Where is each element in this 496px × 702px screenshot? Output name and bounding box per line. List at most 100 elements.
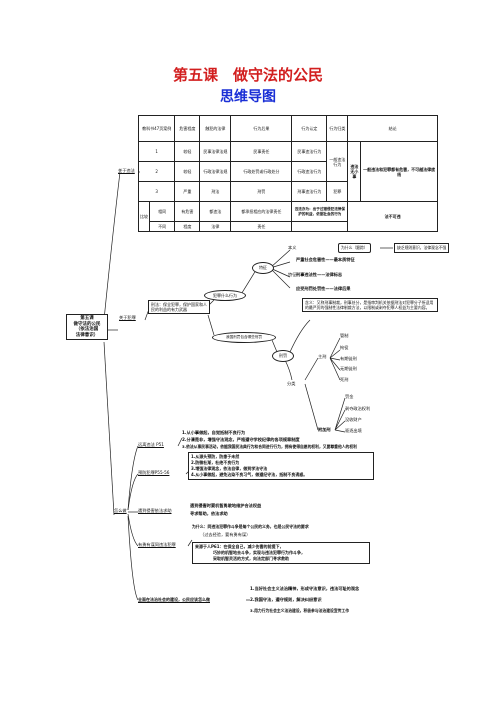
how-item-1-text: 1.从小事做起，自觉抵制不良行为 <box>182 430 246 435</box>
table-compare-label: 比较 <box>138 201 150 232</box>
how-item-4-note: （过去经验，要有勇有谋） <box>200 532 251 537</box>
why-text: 缺乏规则意识，法律观念不强 <box>394 243 450 253</box>
main-penalty-label: 主刑 <box>318 354 327 359</box>
table-header-identify: 行为认定 <box>291 115 328 142</box>
table-cell: 严重 <box>174 181 201 202</box>
connector-h4-items <box>187 539 193 547</box>
how-item-3-label: 遇到侵害依法求助 <box>138 508 172 513</box>
how-item-5-text: 3.用力行为社会主义法治建设，积极参与法治建设宣传工作 <box>250 608 350 613</box>
main-penalty-item: 管制 <box>340 333 349 338</box>
connector-penalty-def <box>289 319 311 353</box>
penalty-type-oval: 我国刑罚包含哪些刑罚 <box>212 332 276 343</box>
table-cell: 民事违法行为 <box>291 141 328 162</box>
how-item-3-text: 遇到侵害时要机智勇敢地维护合法权益 <box>190 503 262 508</box>
how-item-1-label: 远离违法 P51 <box>138 442 164 447</box>
table-cell: 都违法 <box>199 201 232 222</box>
extra-penalty-label: 附加刑 <box>318 427 331 432</box>
table-cell: 1 <box>137 141 176 162</box>
table-same-label: 相同 <box>148 201 176 222</box>
table-cell: 民事法律法规 <box>199 141 232 162</box>
branch-about-illegal: 关于违法 <box>118 168 135 173</box>
table-cell: 较轻 <box>174 141 201 162</box>
page-title: 第五课 做守法的公民 <box>172 66 323 84</box>
how-item-5-text: 1.当好社会主义法治精神，形成守法意识，违法可耻的观念 <box>250 586 360 591</box>
connector-cat-main <box>304 357 319 381</box>
how-item-4-how: 巧妙的机智地去斗争，实现与违法犯罪行为作斗争， <box>213 550 305 555</box>
how-item-4-how: 来源于人P61：在保全自己，减少伤害的前提下， <box>195 544 284 549</box>
how-item-2-text: 1.从源头预防，防患于未然 <box>191 454 240 459</box>
root-line-2: 做守法的公民 <box>73 321 101 327</box>
table-same-note: 违法亦为：出于过错侵犯法律保护的利益，依据社会的行为 <box>291 201 349 222</box>
branch-how-to-do: 怎么做 <box>114 508 127 513</box>
how-item-1-text: 2.分清是非，增强守法观念，严格遵守学校纪律的各项规章制度 <box>182 437 300 442</box>
table-header-law: 触犯的法律 <box>199 115 232 142</box>
table-cell: 刑事违法行为 <box>291 181 328 202</box>
features-oval: 特征 <box>252 262 274 274</box>
crime-feature-2: 刑事违法性——法律标志 <box>296 272 343 277</box>
main-penalty-item: 有期徒刑 <box>340 356 357 361</box>
how-item-5-text: 2.我国守法，遵守规则，解决纠纷意识 <box>250 597 322 602</box>
table-cell: 法律 <box>199 221 232 232</box>
table-cell: 都承担相应的法律责任 <box>230 201 293 222</box>
branch-about-crime: 关于犯罪 <box>119 315 136 320</box>
page-subtitle: 思维导图 <box>220 89 276 105</box>
table-cell: 较轻 <box>174 161 201 182</box>
connector-extra-items <box>334 397 346 433</box>
penalty-definition: 含义：又称刑事制裁，刑事处分，是指审判机关依据刑法对犯罪分子所适用的最严厉的强制… <box>302 298 438 313</box>
table-cell: 刑罚 <box>230 181 293 202</box>
table-group-crime: 犯罪 <box>326 181 349 202</box>
table-cell <box>291 221 349 232</box>
connector-b3-h4 <box>127 513 139 547</box>
connector-b3-h1 <box>127 445 139 511</box>
table-cell: 2 <box>137 161 176 182</box>
how-item-2-text: 3.增强法律观念，依法自律，做到学法守法 <box>191 466 268 471</box>
main-penalty-item: 拘役 <box>340 345 349 350</box>
table-header-case: 教科书47页案例 <box>137 115 176 142</box>
connector-root-b1 <box>103 171 121 321</box>
how-item-2-box: 1.从源头预防，防患于未然 2.防微杜渐，杜绝不良行为 3.增强法律观念，依法自… <box>188 452 374 480</box>
table-conclusion: 一般违法和犯罪都有危害，不可越法律底线 <box>360 141 438 202</box>
root-line-4: 法律意识） <box>75 332 99 338</box>
features-sub: 特征 <box>288 272 297 277</box>
table-group-general: 一般违法行为 <box>326 141 349 182</box>
table-cell: 行政违法行为 <box>291 161 328 182</box>
crime-concept-box: 刑法：保全犯罪，保护国家和人民的利益的有力武器 <box>148 300 210 315</box>
table-cell: 行政处罚或行政处分 <box>230 161 293 182</box>
main-penalty-item: 无期徒刑 <box>340 366 357 371</box>
table-header-harm: 危害程度 <box>174 115 201 142</box>
how-item-2-label: 预防犯罪P55-56 <box>138 470 170 475</box>
penalty-oval: 刑罚 <box>272 350 294 362</box>
extra-penalty-item: 没收财产 <box>345 417 362 422</box>
crime-feature-3: 应受刑罚处罚性——法律后果 <box>296 286 351 291</box>
table-side-col: 违法无小事 <box>347 141 362 202</box>
how-item-4-how: 采取机智灵活的方式，向法定部门寻求救助 <box>213 556 289 561</box>
table-cell: 民事责任 <box>230 141 293 162</box>
extra-penalty-item: 驱逐出境 <box>345 428 362 433</box>
table-header-conclusion: 结论 <box>347 115 438 142</box>
connector-main-items <box>329 337 341 381</box>
root-line-3: （依法治国 <box>75 327 99 333</box>
main-penalty-item: 死刑 <box>340 377 349 382</box>
features-attr: 本义 <box>288 245 297 250</box>
root-line-1: 第五课 <box>80 316 94 321</box>
penalty-category: 分类 <box>287 381 296 386</box>
how-item-5-label: 全面在法治社会的建设，公民应该怎么做 <box>138 597 210 602</box>
connector-features <box>269 249 291 289</box>
how-item-2-text: 4.从小事做起，避免沾染不良习气，做遵纪守法，抵制不良诱惑。 <box>191 472 308 477</box>
how-item-2-text: 2.防微杜渐，杜绝不良行为 <box>191 460 240 465</box>
how-item-4-why: 为什么：同违法犯罪作斗争是每个公民的义务，也是公民守法的要求 <box>192 524 309 529</box>
table-cell: 3 <box>137 181 176 202</box>
crime-feature-1: 严重社会危害性——最本质特征 <box>296 257 355 262</box>
table-header-consequence: 行为后果 <box>230 115 293 142</box>
concept-oval: 犯罪什么行为 <box>204 290 246 301</box>
how-item-3-text: 寻求帮助，依法求助 <box>190 511 228 516</box>
connector-root-b3 <box>103 341 115 516</box>
extra-penalty-item: 罚金 <box>345 394 354 399</box>
connector-concept-oval2 <box>207 314 215 336</box>
how-item-1-text: 3.依法从事民事活动，依据我国民法典行为和合同进行行为，拥有使得自愿的权利，又要… <box>182 444 357 449</box>
extra-penalty-item: 剥夺政治权利 <box>345 406 371 411</box>
table-cell: 刑法 <box>199 181 232 202</box>
table-cell: 责任 <box>230 221 293 232</box>
root-node: 第五课 做守法的公民 （依法治国 法律意识） <box>66 314 108 341</box>
